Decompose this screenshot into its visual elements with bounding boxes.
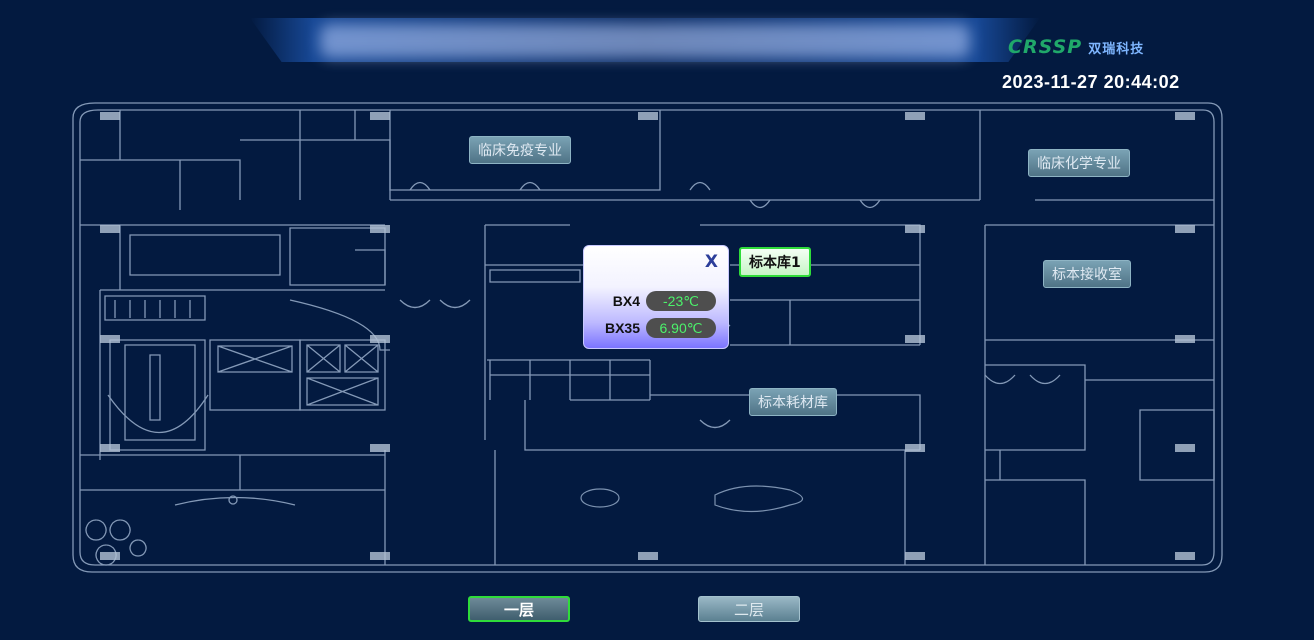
floor-2-button[interactable]: 二层 [698,596,800,622]
sensor-value: 6.90℃ [646,318,716,338]
logo-text: 双瑞科技 [1088,41,1145,57]
logo-mark: CRSSP [1008,36,1083,58]
company-logo: CRSSP 双瑞科技 [1008,36,1144,58]
sensor-row: BX35 6.90℃ [592,318,716,338]
room-label-specimen-consumables[interactable]: 标本耗材库 [749,388,837,416]
sensor-name: BX4 [612,293,640,309]
close-icon[interactable]: X [704,252,718,272]
room-label-clinical-immunology[interactable]: 临床免疫专业 [469,136,571,164]
sensor-popup: X BX4 -23℃ BX35 6.90℃ [583,245,729,349]
floor-1-button[interactable]: 一层 [468,596,570,622]
current-datetime: 2023-11-27 20:44:02 [1002,72,1180,92]
sensor-value: -23℃ [646,291,716,311]
sensor-name: BX35 [604,320,640,336]
room-label-clinical-chemistry[interactable]: 临床化学专业 [1028,149,1130,177]
page-title-blurred [320,24,970,58]
room-label-specimen-storage-1[interactable]: 标本库1 [739,247,811,277]
room-label-specimen-reception[interactable]: 标本接收室 [1043,260,1131,288]
sensor-row: BX4 -23℃ [592,291,716,311]
